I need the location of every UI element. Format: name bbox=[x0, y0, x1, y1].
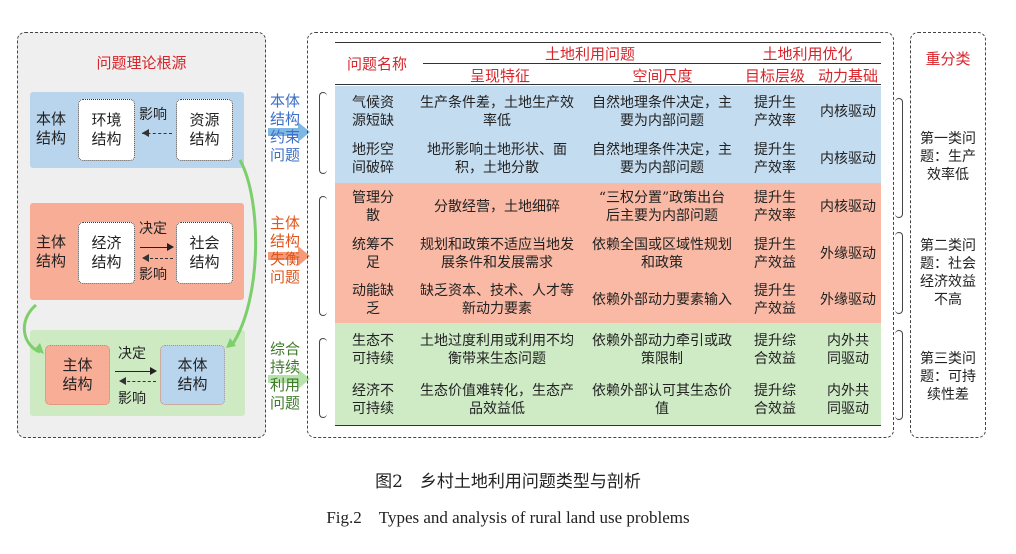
dashed-arrow bbox=[142, 133, 172, 134]
theory-root-title: 问题理论根源 bbox=[96, 54, 187, 72]
table-cell-drive: 内外共同驱动 bbox=[827, 383, 869, 417]
group-rule bbox=[423, 63, 881, 64]
arrow-head bbox=[138, 129, 149, 137]
table-cell-name: 动能缺乏 bbox=[352, 283, 394, 317]
left-brace-green bbox=[319, 338, 327, 418]
problem-type-combined: 综合持续利用问题 bbox=[269, 340, 300, 412]
col-goal: 目标层级 bbox=[744, 67, 805, 85]
table-cell-scale: 自然地理条件决定，主要为内部问题 bbox=[592, 94, 732, 129]
reclass-item-1: 第一类问题：生产效率低 bbox=[920, 131, 976, 183]
left-brace-blue bbox=[319, 92, 327, 174]
resource-structure: 资源结构 bbox=[176, 99, 233, 161]
table-cell-feature: 分散经营，土地细碎 bbox=[434, 198, 560, 215]
table-cell-drive: 外缘驱动 bbox=[820, 245, 876, 262]
group-land-use-optimization: 土地利用优化 bbox=[762, 45, 853, 63]
table-cell-drive: 内核驱动 bbox=[820, 198, 876, 215]
analysis-table-panel bbox=[307, 32, 894, 438]
table-cell-name: 气候资源短缺 bbox=[352, 94, 394, 129]
green-curve-arrows bbox=[22, 122, 310, 389]
caption-english: Fig.2 Types and analysis of rural land u… bbox=[326, 508, 690, 527]
table-cell-scale: 依赖外部认可其生态价值 bbox=[592, 383, 732, 417]
table-cell-drive: 外缘驱动 bbox=[820, 292, 876, 308]
table-cell-scale: 依赖外部动力要素输入 bbox=[592, 292, 732, 308]
table-cell-goal: 提升综合效益 bbox=[754, 383, 796, 417]
combined-ontology: 本体结构 bbox=[160, 345, 225, 405]
arrow-head bbox=[150, 367, 161, 375]
solid-arrow bbox=[115, 371, 151, 372]
table-cell-name: 管理分散 bbox=[352, 189, 394, 224]
right-brace-3 bbox=[895, 330, 903, 420]
reclass-item-3: 第三类问题：可持续性差 bbox=[920, 351, 976, 403]
combined-subject: 主体结构 bbox=[45, 345, 110, 405]
table-cell-feature: 生产条件差，土地生产效率低 bbox=[420, 94, 574, 129]
table-cell-scale: 自然地理条件决定，主要为内部问题 bbox=[592, 141, 732, 176]
col-problem-name: 问题名称 bbox=[346, 55, 407, 73]
arrow-head bbox=[167, 243, 178, 251]
left-brace-orange bbox=[319, 196, 327, 316]
rows-bg-orange bbox=[335, 183, 881, 323]
table-cell-feature: 土地过度利用或利用不均衡带来生态问题 bbox=[420, 333, 574, 367]
header-rule bbox=[335, 84, 881, 85]
table-cell-goal: 提升综合效益 bbox=[754, 333, 796, 367]
table-cell-drive: 内核驱动 bbox=[820, 150, 876, 167]
col-scale: 空间尺度 bbox=[632, 67, 693, 85]
table-cell-goal: 提升生产效率 bbox=[754, 94, 796, 129]
influence-label: 影响 bbox=[139, 107, 167, 123]
ontology-label: 本体结构 bbox=[36, 110, 67, 147]
problem-type-ontology: 本体结构约束问题 bbox=[269, 92, 300, 164]
subject-label: 主体结构 bbox=[36, 233, 67, 270]
dashed-arrow bbox=[145, 258, 173, 259]
caption-chinese: 图2 乡村土地利用问题类型与剖析 bbox=[375, 472, 641, 492]
table-cell-name: 经济不可持续 bbox=[352, 383, 394, 417]
influence-label: 影响 bbox=[139, 267, 167, 283]
table-cell-name: 地形空间破碎 bbox=[352, 141, 394, 176]
table-cell-feature: 生态价值难转化，生态产品效益低 bbox=[420, 383, 574, 417]
reclassification-panel bbox=[910, 32, 986, 438]
table-cell-feature: 缺乏资本、技术、人才等新动力要素 bbox=[420, 283, 574, 317]
right-brace-1 bbox=[895, 98, 903, 218]
solid-arrow bbox=[140, 247, 168, 248]
table-cell-name: 生态不可持续 bbox=[352, 333, 394, 367]
right-brace-2 bbox=[895, 232, 903, 314]
determine-label: 决定 bbox=[139, 221, 167, 237]
arrow-head bbox=[138, 254, 149, 262]
table-cell-drive: 内外共同驱动 bbox=[827, 333, 869, 367]
rows-bg-blue bbox=[335, 86, 881, 183]
environment-structure: 环境结构 bbox=[78, 99, 135, 161]
reclass-title: 重分类 bbox=[925, 50, 971, 68]
influence-label: 影响 bbox=[118, 391, 146, 407]
table-cell-name: 统筹不足 bbox=[352, 236, 394, 271]
dashed-arrow bbox=[122, 381, 156, 382]
table-cell-feature: 规划和政策不适应当地发展条件和发展需求 bbox=[420, 236, 574, 271]
table-cell-drive: 内核驱动 bbox=[820, 103, 876, 120]
table-cell-goal: 提升生产效率 bbox=[754, 141, 796, 176]
table-cell-scale: “三权分置”政策出台后主要为内部问题 bbox=[598, 189, 726, 224]
bottom-rule bbox=[335, 425, 881, 426]
table-cell-scale: 依赖外部动力牵引或政策限制 bbox=[592, 333, 732, 367]
table-cell-goal: 提升生产效益 bbox=[754, 236, 796, 271]
arrow-head bbox=[115, 377, 126, 385]
social-structure: 社会结构 bbox=[176, 222, 233, 284]
table-cell-goal: 提升生产效益 bbox=[754, 283, 796, 317]
top-rule bbox=[335, 42, 881, 43]
group-land-use-problem: 土地利用问题 bbox=[544, 45, 635, 63]
reclass-item-2: 第二类问题：社会经济效益不高 bbox=[920, 238, 976, 308]
col-feature: 呈现特征 bbox=[469, 67, 530, 85]
table-cell-feature: 地形影响土地形状、面积，土地分散 bbox=[427, 141, 567, 176]
col-drive: 动力基础 bbox=[817, 67, 878, 85]
problem-type-subject: 主体结构失衡问题 bbox=[269, 214, 300, 286]
determine-label: 决定 bbox=[118, 346, 146, 362]
table-cell-scale: 依赖全国或区域性规划和政策 bbox=[592, 236, 732, 271]
rows-bg-green bbox=[335, 323, 881, 425]
table-cell-goal: 提升生产效率 bbox=[754, 189, 796, 224]
economic-structure: 经济结构 bbox=[78, 222, 135, 284]
